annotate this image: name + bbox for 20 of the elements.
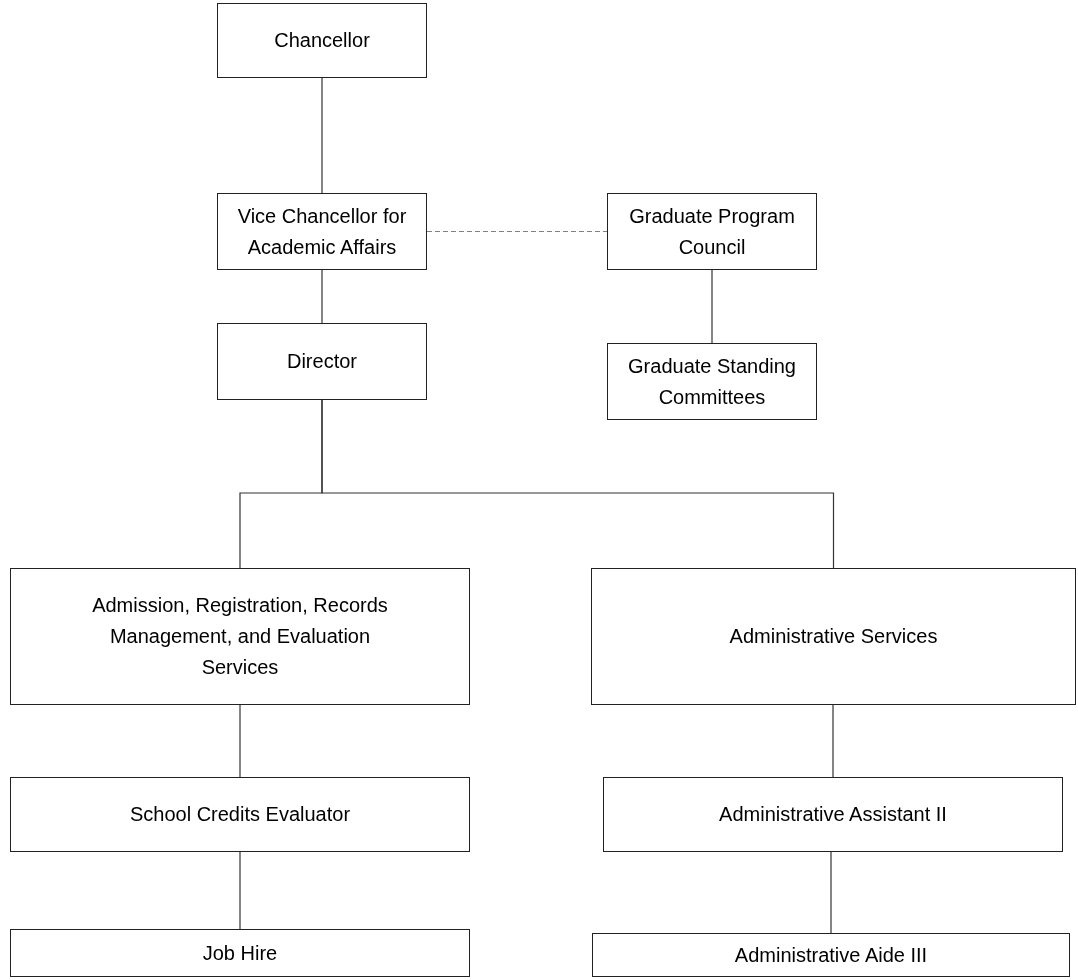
org-box: Chancellor	[217, 3, 427, 78]
org-box: Director	[217, 323, 427, 400]
org-box: Graduate Program Council	[607, 193, 817, 270]
org-box: Administrative Services	[591, 568, 1076, 705]
connector-line	[239, 851, 241, 930]
connector-line	[830, 851, 832, 934]
org-box: School Credits Evaluator	[10, 777, 470, 852]
org-box: Administrative Assistant II	[603, 777, 1063, 852]
org-box: Graduate Standing Committees	[607, 343, 817, 420]
org-box: Vice Chancellor for Academic Affairs	[217, 193, 427, 270]
org-box: Admission, Registration, Records Management, and Evaluation Services	[10, 568, 470, 705]
connector-line	[321, 269, 323, 324]
org-box: Administrative Aide III	[592, 933, 1070, 977]
connector-line	[239, 704, 241, 778]
dashed-connector	[426, 230, 608, 233]
connector-line	[832, 704, 834, 778]
connector-line	[711, 269, 713, 344]
org-box: Job Hire	[10, 929, 470, 977]
connector-line	[321, 77, 323, 194]
connector-line	[321, 399, 835, 569]
